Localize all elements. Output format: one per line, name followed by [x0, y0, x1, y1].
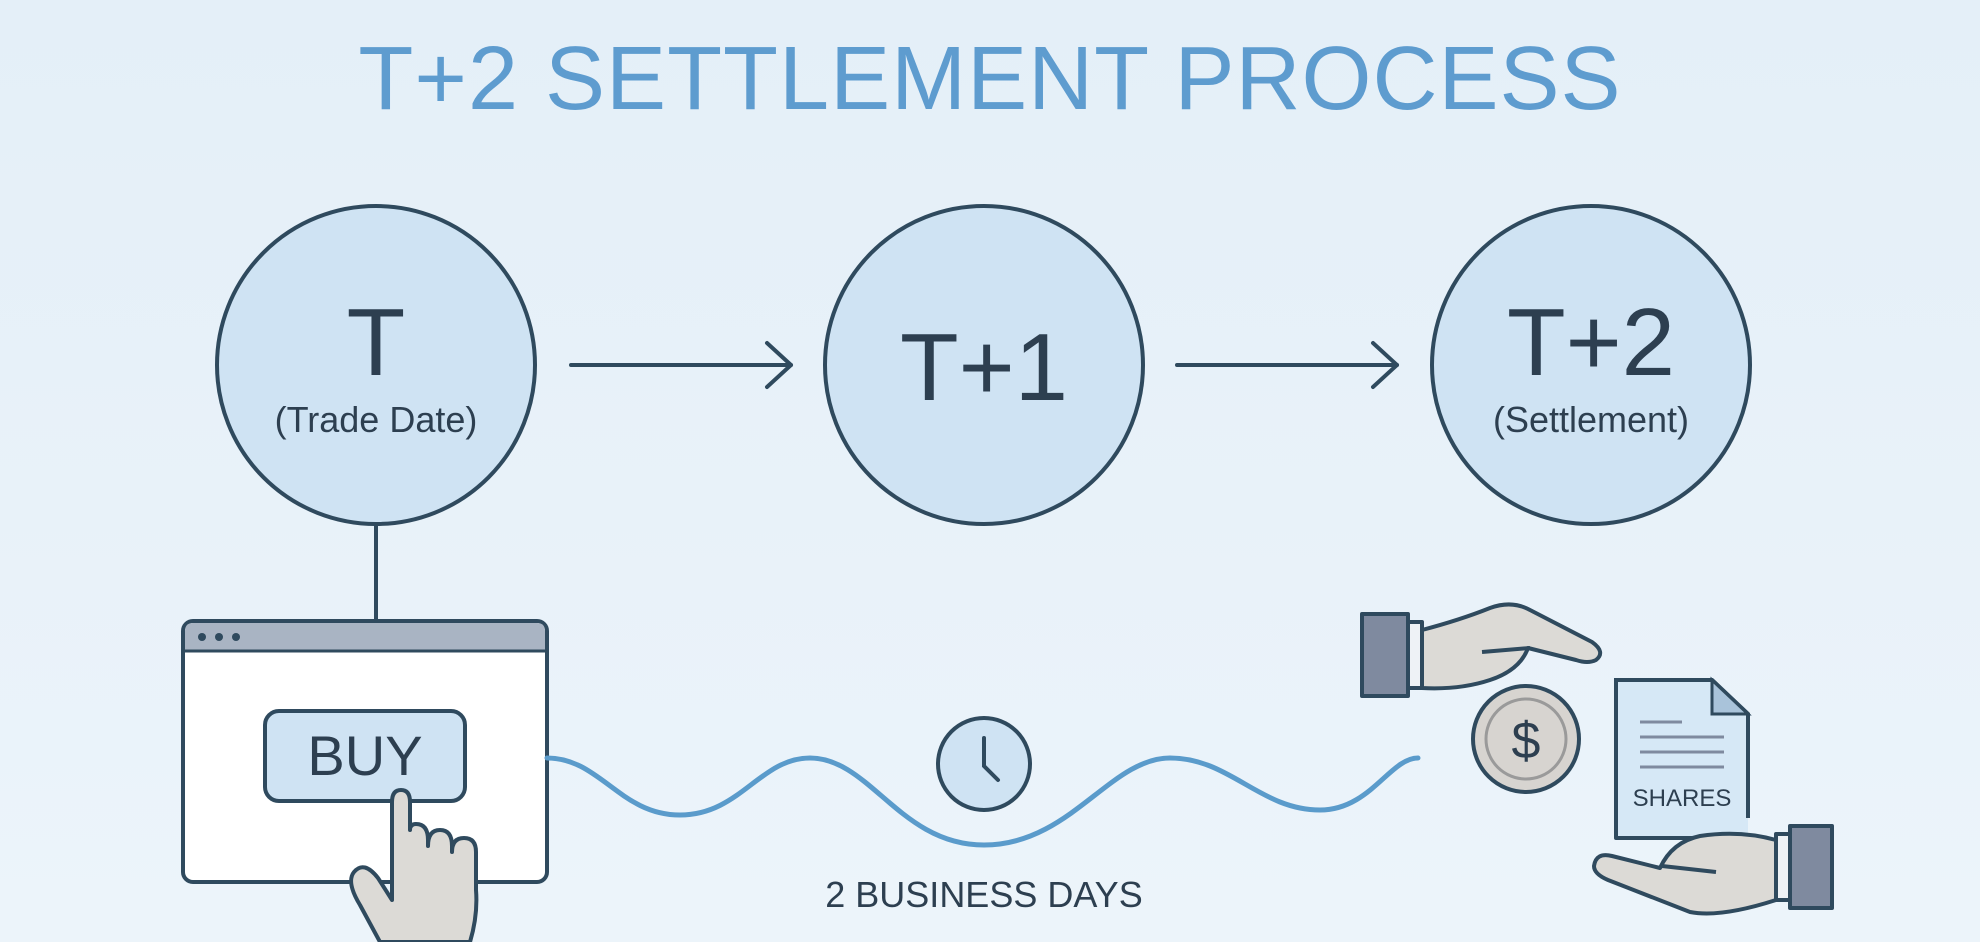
- coin-symbol: $: [1512, 712, 1541, 770]
- arrow-icon: [1175, 341, 1399, 389]
- stage-t-label: T: [347, 289, 406, 396]
- arrow-icon: [569, 341, 793, 389]
- shares-document-icon: SHARES: [1614, 676, 1752, 840]
- stage-t2-sublabel: (Settlement): [1493, 399, 1689, 440]
- timeline-wave: [544, 755, 1421, 848]
- stage-t1-label: T+1: [900, 314, 1068, 421]
- clock-icon: [936, 716, 1032, 812]
- stage-t: T (Trade Date): [215, 204, 537, 526]
- coin-icon: $: [1471, 684, 1581, 794]
- duration-label: 2 BUSINESS DAYS: [825, 874, 1142, 915]
- buy-button[interactable]: BUY: [263, 709, 467, 803]
- buy-button-label: BUY: [307, 724, 422, 787]
- stage-t2: T+2 (Settlement): [1430, 204, 1752, 526]
- receiving-hand-icon: [1592, 824, 1834, 916]
- page-title: T+2 SETTLEMENT PROCESS: [358, 29, 1622, 129]
- stage-t1: T+1: [823, 204, 1145, 526]
- document-label: SHARES: [1633, 785, 1732, 812]
- giving-hand-icon: [1360, 602, 1603, 698]
- stage-t2-label: T+2: [1507, 289, 1675, 396]
- stage-t-sublabel: (Trade Date): [275, 399, 478, 440]
- pointing-hand-icon: [349, 788, 479, 942]
